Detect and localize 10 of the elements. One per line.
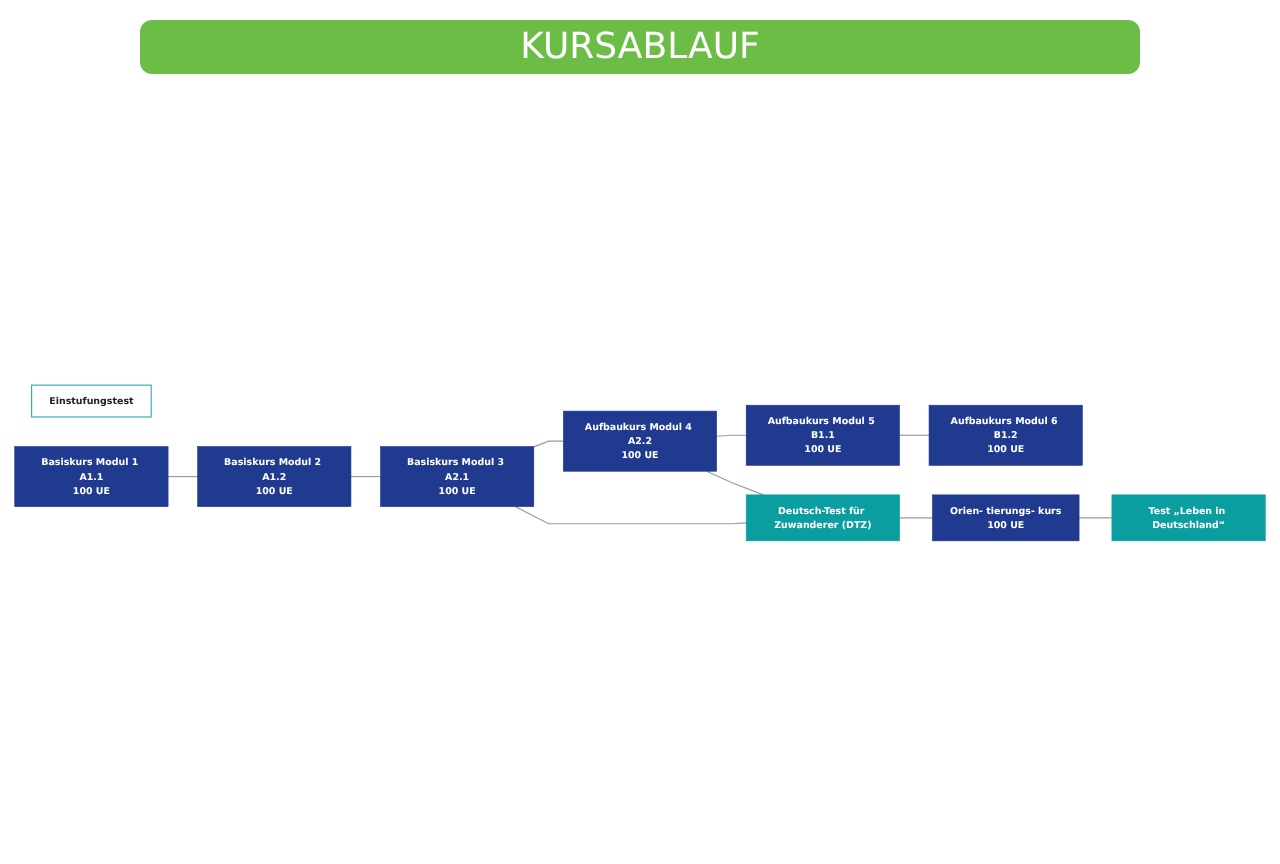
title-banner: KURSABLAUF bbox=[140, 20, 1140, 74]
connector bbox=[898, 433, 930, 435]
connector bbox=[533, 439, 564, 447]
connector bbox=[514, 505, 747, 524]
connector bbox=[167, 475, 199, 477]
connector bbox=[350, 475, 382, 477]
connector bbox=[1078, 516, 1113, 518]
connector bbox=[716, 433, 747, 436]
connector bbox=[898, 516, 933, 518]
connector bbox=[706, 469, 764, 495]
